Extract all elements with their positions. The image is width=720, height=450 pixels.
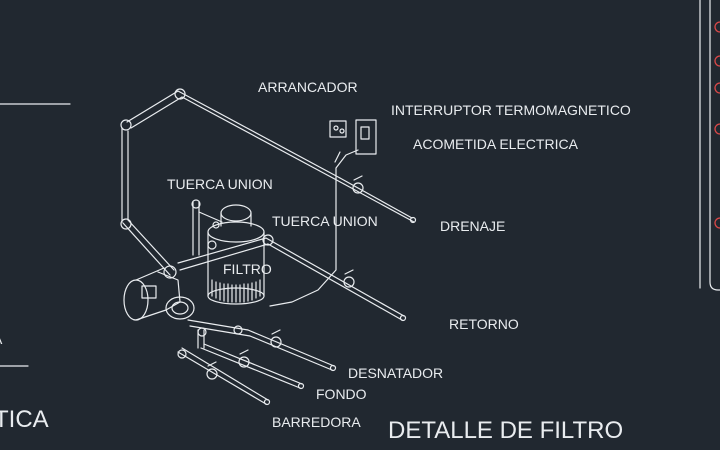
left-fragment-a: A xyxy=(0,332,2,346)
label-interruptor-termomagnetico: INTERRUPTOR TERMOMAGNETICO xyxy=(391,102,631,118)
label-fondo: FONDO xyxy=(316,386,367,402)
suction-manifold xyxy=(177,319,337,406)
frame-markers xyxy=(714,21,720,229)
label-filtro: FILTRO xyxy=(223,261,272,277)
interruptor-box xyxy=(329,120,347,138)
pump-motor xyxy=(123,265,195,321)
acometida-box xyxy=(355,119,377,155)
label-drenaje: DRENAJE xyxy=(440,218,506,234)
left-fragment-tica: TICA xyxy=(0,406,49,433)
drawing-title: DETALLE DE FILTRO xyxy=(388,417,624,444)
label-tuerca-union-1: TUERCA UNION xyxy=(167,176,273,192)
label-desnatador: DESNATADOR xyxy=(348,365,444,381)
title-block-frame xyxy=(709,0,720,291)
label-barredora: BARREDORA xyxy=(272,414,361,430)
label-arrancador: ARRANCADOR xyxy=(258,79,358,95)
filter-tank xyxy=(191,199,265,305)
label-acometida-electrica: ACOMETIDA ELECTRICA xyxy=(413,136,578,152)
return-pipe xyxy=(177,234,407,322)
label-tuerca-union-2: TUERCA UNION xyxy=(272,213,378,229)
drain-pipe xyxy=(339,175,417,224)
main-loop-pipe xyxy=(120,88,345,276)
label-retorno: RETORNO xyxy=(449,316,519,332)
electric-conduit xyxy=(269,149,359,307)
